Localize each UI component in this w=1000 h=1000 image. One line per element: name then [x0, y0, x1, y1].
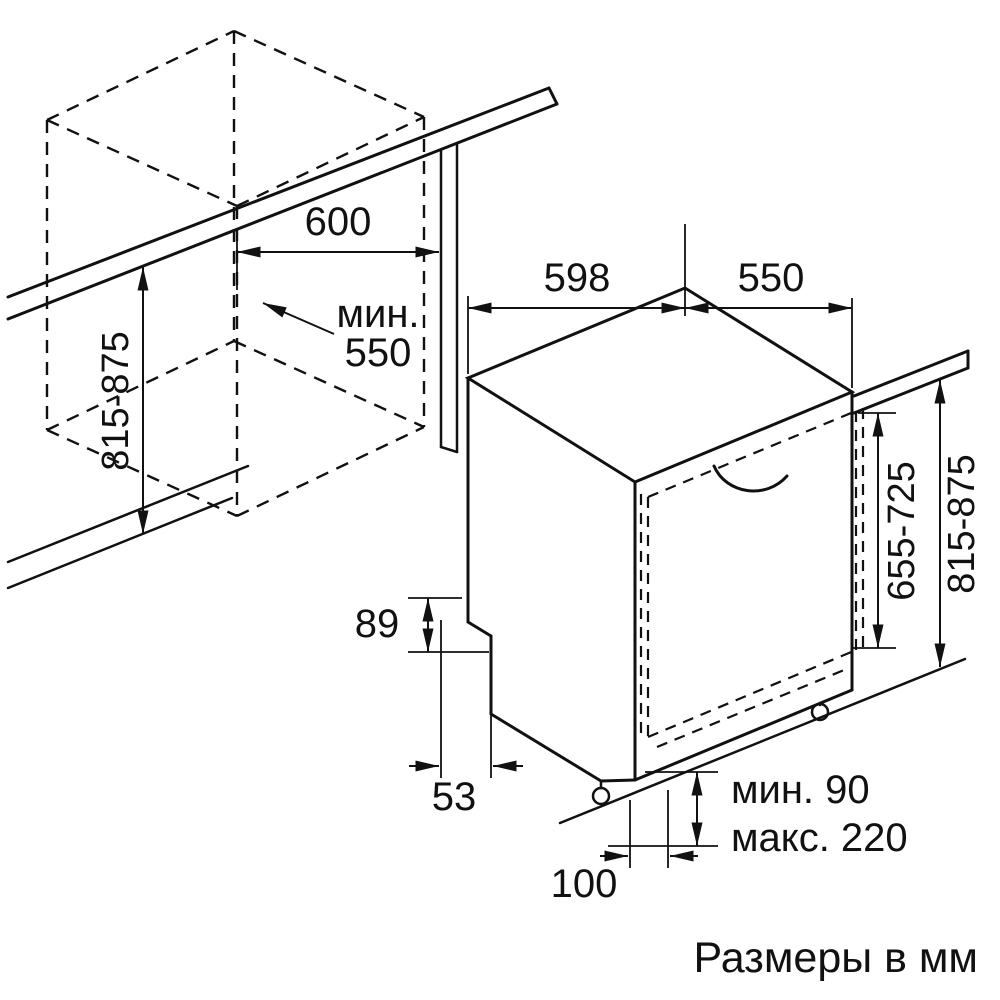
cabinet-side-panel — [439, 142, 459, 454]
niche-depth-min-label: мин. — [336, 292, 419, 336]
door-panel-height-label: 655-725 — [881, 461, 923, 600]
dim-base-height: 89 — [355, 597, 489, 653]
dim-overall-height: 815-875 — [934, 380, 983, 667]
worktop-right — [852, 349, 970, 415]
plinth-max-label: макс. 220 — [731, 816, 908, 860]
dim-niche-depth: мин. 550 — [262, 292, 420, 375]
door-handle-curve — [712, 464, 789, 493]
floor-lines-left — [6, 464, 250, 590]
dim-appliance-depth: 550 — [685, 256, 853, 388]
appliance-width-label: 598 — [544, 256, 611, 300]
dim-appliance-width: 598 — [467, 224, 686, 374]
dim-base-offset: 53 — [409, 620, 523, 819]
units-caption: Размеры в мм — [693, 934, 978, 982]
decor-panel-dashed — [639, 408, 865, 749]
niche-width-label: 600 — [305, 200, 372, 244]
base-offset-label: 53 — [432, 775, 477, 819]
dim-door-panel-height: 655-725 — [853, 412, 923, 649]
floor-line-right — [558, 657, 967, 825]
base-height-label: 89 — [355, 602, 400, 646]
niche-depth-value-label: 550 — [345, 331, 412, 375]
dim-niche-height: 815-875 — [95, 267, 149, 534]
overall-height-label: 815-875 — [941, 454, 983, 593]
appliance-depth-label: 550 — [738, 256, 805, 300]
dim-niche-width: 600 — [236, 200, 439, 290]
worktop-left — [6, 86, 559, 321]
dim-plinth-height: мин. 90 макс. 220 — [608, 768, 908, 860]
plinth-min-label: мин. 90 — [731, 768, 870, 812]
niche-height-label: 815-875 — [95, 331, 137, 470]
front-foot — [591, 779, 611, 806]
appliance-body — [464, 286, 856, 783]
dim-foot-offset: 100 — [551, 790, 698, 906]
rear-right-foot — [810, 701, 830, 722]
foot-offset-label: 100 — [551, 862, 618, 906]
